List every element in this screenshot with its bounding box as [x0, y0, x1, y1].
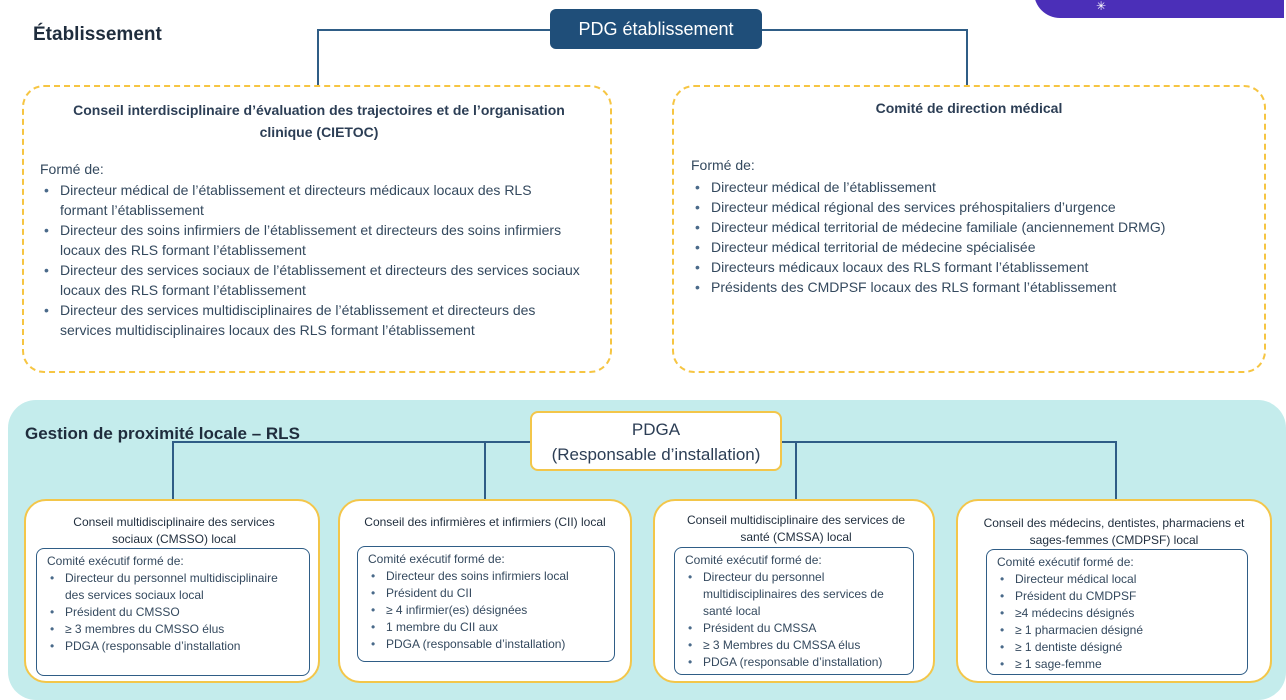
cietoc-formed-label: Formé de: [40, 161, 104, 177]
pdg-etablissement-box: PDG établissement [550, 9, 762, 49]
pdga-subtitle: (Responsable d’installation) [551, 445, 761, 464]
list-item: Directeur médical territorial de médecin… [691, 217, 1251, 237]
list-item: PDGA (responsable d’installation [47, 638, 292, 655]
comite-list: Directeur médical de l’établissement Dir… [691, 177, 1251, 297]
committee-list: Directeur du personnel multidisciplinair… [47, 570, 292, 655]
connector-line [762, 29, 968, 31]
list-item: ≥4 médecins désignés [997, 605, 1241, 622]
list-item: PDGA (responsable d’installation) [368, 636, 608, 653]
connector-line [317, 29, 550, 31]
comite-direction-box: Comité de direction médical Formé de: Di… [672, 85, 1266, 373]
council-title: Conseil multidisciplinaire des services … [73, 515, 275, 546]
list-item: Directeur du personnel multidisciplinair… [47, 570, 292, 604]
pdga-box: PDGA (Responsable d’installation) [530, 411, 782, 471]
list-item: Président du CMDPSF [997, 588, 1241, 605]
comite-formed-label: Formé de: [691, 157, 755, 173]
council-committee-box: Comité exécutif formé de: Directeur du p… [674, 547, 914, 675]
committee-formed-label: Comité exécutif formé de: [997, 555, 1134, 569]
connector-line [172, 441, 530, 443]
connector-line [317, 29, 319, 85]
cietoc-title: Conseil interdisciplinaire d’évaluation … [73, 102, 565, 140]
list-item: ≥ 1 sage-femme [997, 656, 1241, 673]
council-cii: Conseil des infirmières et infirmiers (C… [338, 499, 632, 683]
list-item: Directeur médical local [997, 571, 1241, 588]
pdga-title: PDGA [631, 420, 681, 439]
list-item: Présidents des CMDPSF locaux des RLS for… [691, 277, 1251, 297]
list-item: ≥ 4 infirmier(es) désignées [368, 602, 608, 619]
connector-line [484, 441, 486, 499]
list-item: Directeur des services sociaux de l’étab… [40, 260, 580, 300]
cietoc-list: Directeur médical de l’établissement et … [40, 180, 580, 340]
list-item: ≥ 3 Membres du CMSSA élus [685, 637, 899, 654]
list-item: 1 membre du CII aux [368, 619, 608, 636]
list-item: Président du CII [368, 585, 608, 602]
council-cmssa: Conseil multidisciplinaire des services … [653, 499, 935, 683]
council-title: Conseil multidisciplinaire des services … [686, 513, 906, 544]
list-item: Directeur des services multidisciplinair… [40, 300, 580, 340]
list-item: Directeurs médicaux locaux des RLS forma… [691, 257, 1251, 277]
council-committee-box: Comité exécutif formé de: Directeur des … [357, 546, 615, 662]
committee-formed-label: Comité exécutif formé de: [685, 553, 822, 567]
list-item: Directeur des soins infirmiers de l’étab… [40, 220, 580, 260]
committee-list: Directeur des soins infirmiers local Pré… [368, 568, 608, 653]
comite-title: Comité de direction médical [875, 100, 1063, 116]
council-committee-box: Comité exécutif formé de: Directeur du p… [36, 548, 310, 676]
council-title: Conseil des infirmières et infirmiers (C… [364, 515, 606, 529]
logo-mark-icon: ✳ [1096, 0, 1107, 13]
list-item: ≥ 1 dentiste désigné [997, 639, 1241, 656]
connector-line [1115, 441, 1117, 499]
list-item: Directeur des soins infirmiers local [368, 568, 608, 585]
list-item: Directeur médical de l’établissement [691, 177, 1251, 197]
logo: ✳ [1034, 0, 1284, 18]
cietoc-box: Conseil interdisciplinaire d’évaluation … [22, 85, 612, 373]
list-item: ≥ 1 pharmacien désigné [997, 622, 1241, 639]
list-item: Directeur du personnel multidisciplinair… [685, 569, 899, 620]
list-item: Président du CMSSA [685, 620, 899, 637]
list-item: ≥ 3 membres du CMSSO élus [47, 621, 292, 638]
list-item: Directeur médical de l’établissement et … [40, 180, 580, 220]
list-item: Directeur médical territorial de médecin… [691, 237, 1251, 257]
committee-formed-label: Comité exécutif formé de: [47, 554, 184, 568]
list-item: PDGA (responsable d’installation) [685, 654, 899, 671]
committee-list: Directeur médical local Président du CMD… [997, 571, 1241, 673]
connector-line [966, 29, 968, 85]
committee-formed-label: Comité exécutif formé de: [368, 552, 505, 566]
council-title: Conseil des médecins, dentistes, pharmac… [983, 516, 1245, 547]
council-cmdpsf: Conseil des médecins, dentistes, pharmac… [956, 499, 1272, 683]
list-item: Directeur médical régional des services … [691, 197, 1251, 217]
section-title-etablissement: Établissement [33, 24, 162, 45]
connector-line [172, 441, 174, 499]
section-title-rls: Gestion de proximité locale – RLS [25, 424, 300, 443]
council-cmsso: Conseil multidisciplinaire des services … [24, 499, 320, 683]
connector-line [795, 441, 797, 499]
list-item: Président du CMSSO [47, 604, 292, 621]
committee-list: Directeur du personnel multidisciplinair… [685, 569, 899, 671]
connector-line [782, 441, 1116, 443]
council-committee-box: Comité exécutif formé de: Directeur médi… [986, 549, 1248, 675]
